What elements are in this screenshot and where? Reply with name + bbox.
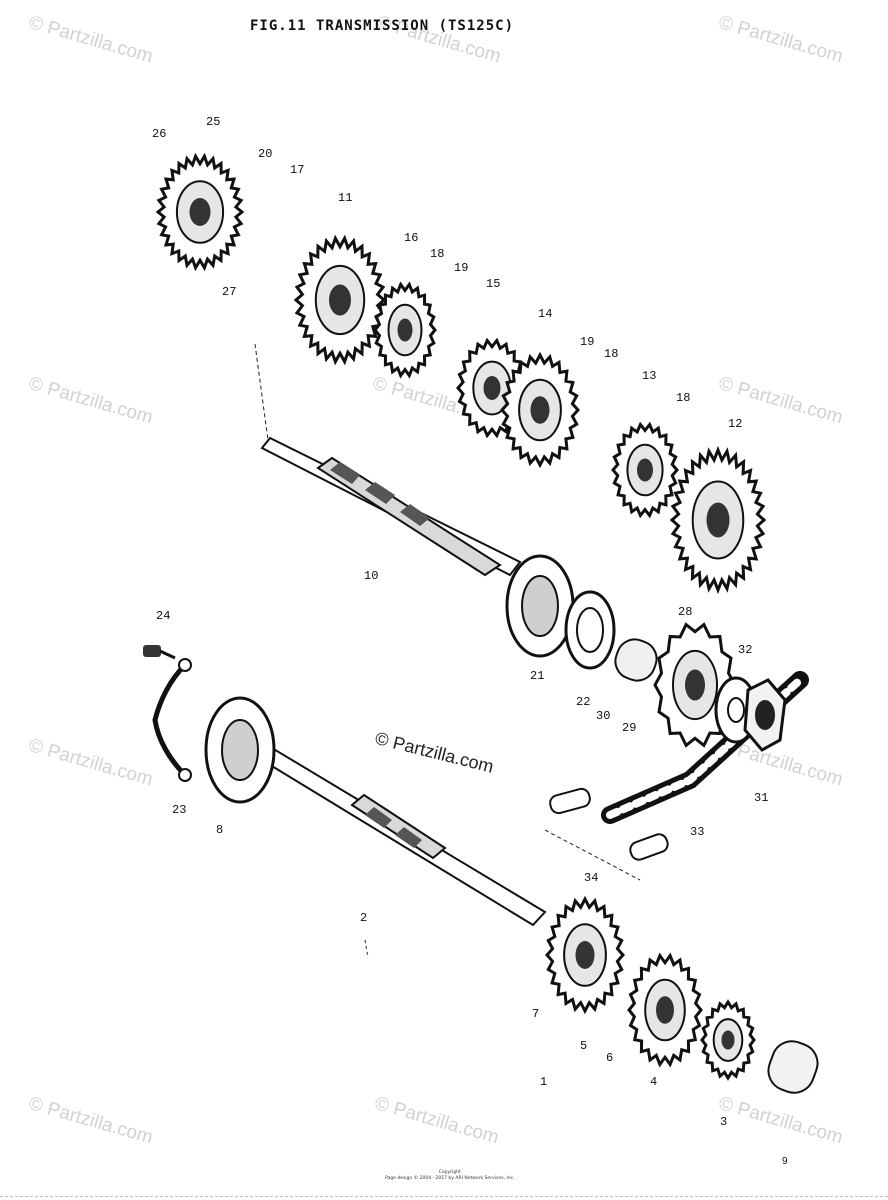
bearing-8 — [204, 696, 276, 804]
callout-28: 28 — [678, 605, 693, 619]
nut-31 — [743, 678, 787, 752]
footer-line2: Page design © 2004 - 2017 by ARI Network… — [385, 1176, 515, 1181]
bottom-rule — [0, 1196, 888, 1197]
callout-17: 17 — [290, 163, 305, 177]
footer-line1: Copyright — [438, 1170, 461, 1175]
screw-24 — [143, 645, 176, 660]
page-number: 9 — [782, 1156, 788, 1167]
figure-title: FIG.11 TRANSMISSION (TS125C) — [250, 18, 515, 34]
callout-27: 27 — [222, 285, 237, 299]
gear-16 — [373, 281, 437, 379]
callout-6: 6 — [606, 1051, 614, 1065]
callout-24: 24 — [156, 609, 171, 623]
callout-3: 3 — [720, 1115, 728, 1129]
gear-25 — [155, 152, 245, 272]
callout-4: 4 — [650, 1075, 658, 1089]
gear-7 — [544, 895, 626, 1015]
callout-5: 5 — [580, 1039, 588, 1053]
callout-18a: 18 — [430, 247, 445, 261]
callout-34: 34 — [584, 871, 599, 885]
footer: Copyright Page design © 2004 - 2017 by A… — [385, 1170, 515, 1182]
callout-14: 14 — [538, 307, 553, 321]
callout-7: 7 — [532, 1007, 540, 1021]
callout-21: 21 — [530, 669, 545, 683]
callout-26: 26 — [152, 127, 167, 141]
callout-10: 10 — [364, 569, 379, 583]
gear-12 — [669, 445, 767, 595]
callout-23: 23 — [172, 803, 187, 817]
callout-15: 15 — [486, 277, 501, 291]
callout-22: 22 — [576, 695, 591, 709]
counter-shaft-2 — [260, 746, 547, 959]
callout-19b: 19 — [580, 335, 595, 349]
callout-8: 8 — [216, 823, 224, 837]
gear-14 — [499, 351, 581, 469]
callout-29: 29 — [622, 721, 637, 735]
callout-12: 12 — [728, 417, 743, 431]
callout-25: 25 — [206, 115, 221, 129]
gear-13 — [611, 421, 679, 519]
oil-seal-22 — [564, 590, 616, 670]
callout-20: 20 — [258, 147, 273, 161]
gear-group — [155, 152, 767, 1081]
callout-1: 1 — [540, 1075, 548, 1089]
bearing-stopper-23 — [152, 658, 192, 782]
callout-13: 13 — [642, 369, 657, 383]
callout-18b: 18 — [604, 347, 619, 361]
callout-31: 31 — [754, 791, 769, 805]
callout-30: 30 — [596, 709, 611, 723]
bearing-3-cap — [767, 1040, 819, 1094]
gear-4 — [627, 952, 703, 1068]
callout-18c: 18 — [676, 391, 691, 405]
bearing-21 — [505, 554, 575, 658]
callout-33: 33 — [690, 825, 705, 839]
callout-11: 11 — [338, 191, 353, 205]
callout-16: 16 — [404, 231, 419, 245]
callout-2: 2 — [360, 911, 368, 925]
callout-32: 32 — [738, 643, 753, 657]
gear-11 — [293, 234, 387, 366]
spacer-29 — [614, 638, 658, 682]
callout-19a: 19 — [454, 261, 469, 275]
chain-joint-34 — [544, 787, 669, 881]
main-shaft-10 — [254, 343, 522, 577]
gear-3 — [700, 999, 756, 1081]
